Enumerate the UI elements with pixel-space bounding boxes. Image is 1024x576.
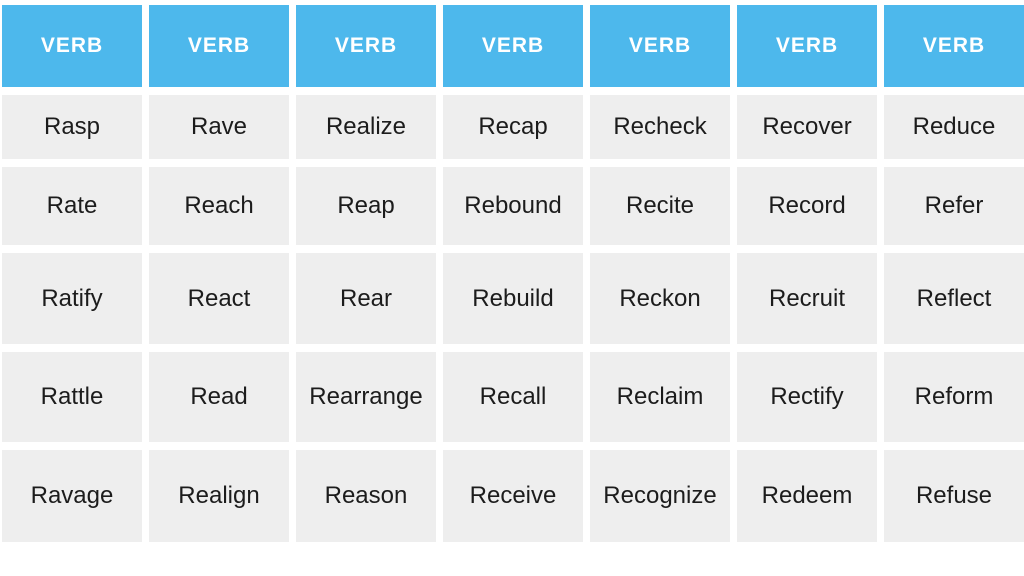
verb-cell: Recite bbox=[590, 167, 730, 245]
verb-cell: Reclaim bbox=[590, 352, 730, 442]
verb-cell: Rectify bbox=[737, 352, 877, 442]
column-header: VERB bbox=[149, 5, 289, 87]
verb-cell: Realign bbox=[149, 450, 289, 542]
verb-cell: Reap bbox=[296, 167, 436, 245]
verb-cell: Reduce bbox=[884, 95, 1024, 159]
verb-cell: Reach bbox=[149, 167, 289, 245]
verb-cell: Rate bbox=[2, 167, 142, 245]
verb-cell: Rasp bbox=[2, 95, 142, 159]
verb-cell: Read bbox=[149, 352, 289, 442]
verb-cell: Redeem bbox=[737, 450, 877, 542]
verb-cell: Rearrange bbox=[296, 352, 436, 442]
column-header: VERB bbox=[884, 5, 1024, 87]
verb-cell: Reflect bbox=[884, 253, 1024, 344]
verb-cell: Reason bbox=[296, 450, 436, 542]
verb-cell: Rebound bbox=[443, 167, 583, 245]
verb-cell: Recover bbox=[737, 95, 877, 159]
verb-cell: Refer bbox=[884, 167, 1024, 245]
verb-cell: Refuse bbox=[884, 450, 1024, 542]
verb-cell: Realize bbox=[296, 95, 436, 159]
verb-cell: Recall bbox=[443, 352, 583, 442]
verb-cell: React bbox=[149, 253, 289, 344]
column-header: VERB bbox=[296, 5, 436, 87]
column-header: VERB bbox=[443, 5, 583, 87]
verb-cell: Receive bbox=[443, 450, 583, 542]
verb-cell: Ratify bbox=[2, 253, 142, 344]
verb-cell: Reckon bbox=[590, 253, 730, 344]
verb-cell: Rear bbox=[296, 253, 436, 344]
column-header: VERB bbox=[737, 5, 877, 87]
verb-cell: Recheck bbox=[590, 95, 730, 159]
verb-cell: Reform bbox=[884, 352, 1024, 442]
verb-cell: Rebuild bbox=[443, 253, 583, 344]
verb-cell: Recap bbox=[443, 95, 583, 159]
column-header: VERB bbox=[590, 5, 730, 87]
verb-cell: Ravage bbox=[2, 450, 142, 542]
verb-cell: Rave bbox=[149, 95, 289, 159]
verb-cell: Recognize bbox=[590, 450, 730, 542]
verb-cell: Record bbox=[737, 167, 877, 245]
verb-cell: Rattle bbox=[2, 352, 142, 442]
verb-cell: Recruit bbox=[737, 253, 877, 344]
column-header: VERB bbox=[2, 5, 142, 87]
